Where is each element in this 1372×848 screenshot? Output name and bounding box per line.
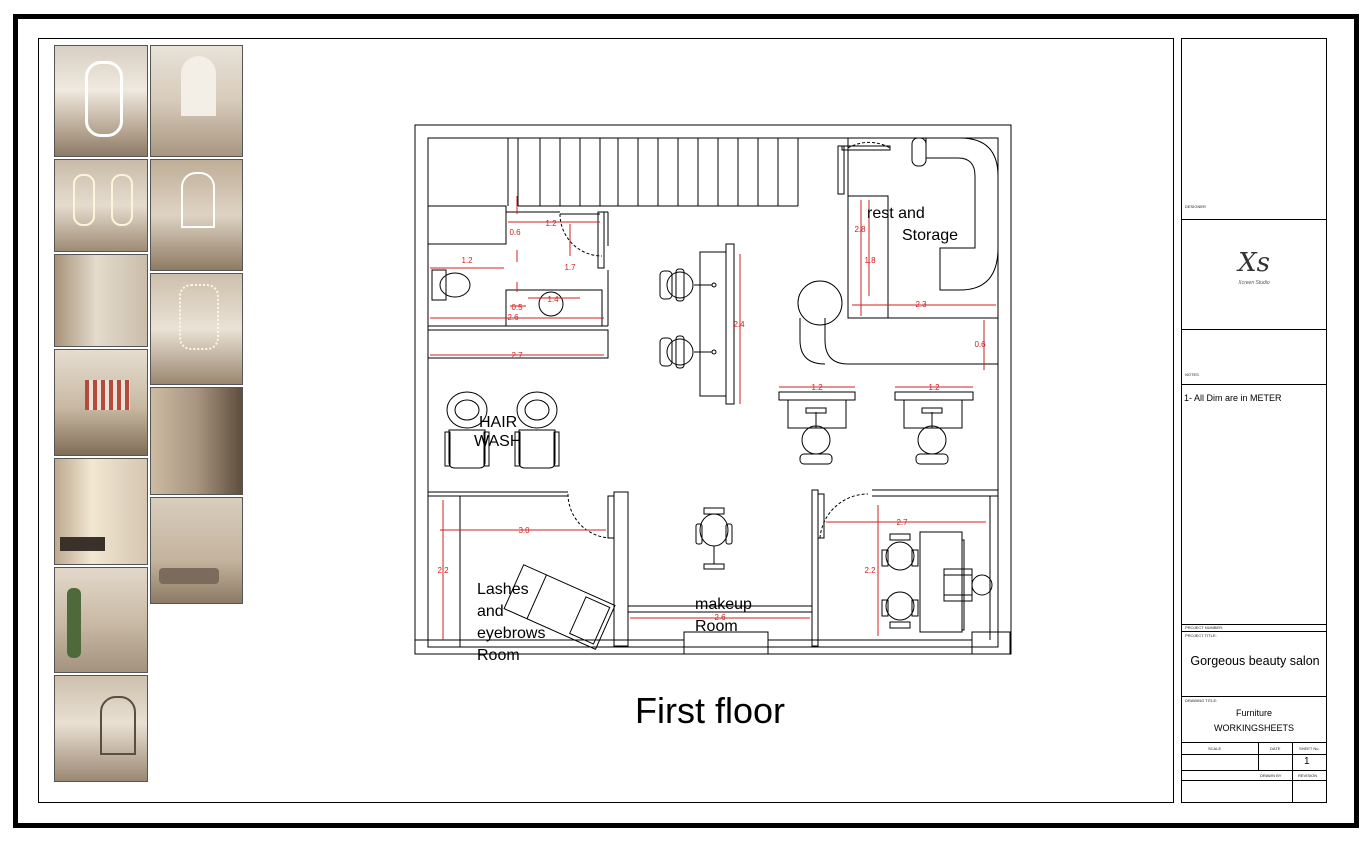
- station-table: [894, 391, 974, 401]
- reference-photo[interactable]: [54, 349, 148, 456]
- sheet-no-label: SHEET No.: [1299, 746, 1320, 751]
- reference-photo[interactable]: [54, 254, 148, 347]
- room-label-wash: WASH: [474, 433, 521, 450]
- dimension-label: 1.2: [461, 256, 473, 265]
- project-number-label: PROJECT NUMBER:: [1185, 625, 1224, 630]
- toilet-bowl: [439, 272, 471, 298]
- room-label-hair: HAIR: [479, 414, 517, 431]
- room-label-makeup: makeup: [695, 596, 752, 613]
- dimension-label: 0.6: [509, 228, 521, 237]
- room-label-eyebrows: eyebrows: [477, 625, 545, 642]
- reference-photo[interactable]: [54, 159, 148, 252]
- dimension-label: 1.4: [547, 295, 559, 304]
- studio-logo-subtitle: Xcreen Studio: [1238, 280, 1270, 286]
- project-title-cell: PROJECT TITLE: Gorgeous beauty salon: [1182, 631, 1326, 696]
- dimension-label: 2.8: [854, 225, 866, 234]
- dimension-label: 2.6: [714, 613, 726, 622]
- hair-wash-chair: [514, 391, 560, 469]
- reception-stool: [797, 280, 843, 326]
- date-label: DATE: [1270, 746, 1281, 751]
- drawing-title-cell: DRAWING TITLE: Furniture WORKINGSHEETS: [1182, 696, 1326, 742]
- station-table: [778, 391, 856, 401]
- drawing-title-line2: WORKINGSHEETS: [1213, 723, 1294, 733]
- notes-label: NOTES: [1185, 372, 1199, 377]
- project-title-label: PROJECT TITLE:: [1185, 633, 1217, 638]
- reference-photo[interactable]: [54, 45, 148, 157]
- drawing-title: First floor: [634, 690, 785, 731]
- dimension-label: 1.7: [564, 263, 576, 272]
- lashes-bed: [503, 564, 616, 650]
- drawing-title-line1: Furniture: [1235, 708, 1272, 718]
- drawn-by-row: DRAWN BY REVISION: [1182, 770, 1326, 803]
- project-title: Gorgeous beauty salon: [1190, 654, 1320, 668]
- dimension-label: 1.8: [864, 256, 876, 265]
- dimension-label: 2.2: [437, 566, 449, 575]
- revision-label: REVISION: [1298, 773, 1318, 778]
- styling-chair: [659, 268, 717, 302]
- dimension-label: 2.3: [915, 300, 927, 309]
- dimension-label: 0.5: [511, 303, 523, 312]
- dimension-label: 2.4: [733, 320, 745, 329]
- title-block: DESIGNER Xs Xcreen Studio NOTES 1- All D…: [1181, 38, 1327, 803]
- note-item: 1- All Dim are in METER: [1184, 393, 1282, 403]
- dimension-label: 1.2: [928, 383, 940, 392]
- reference-photo[interactable]: [54, 567, 148, 673]
- staircase: [507, 138, 799, 207]
- sink-basin: [538, 291, 564, 317]
- reference-photo[interactable]: [150, 45, 243, 157]
- hair-wash-chair: [444, 391, 490, 469]
- dimension-lines: [430, 196, 996, 640]
- project-number-cell: PROJECT NUMBER:: [1182, 624, 1326, 631]
- toilet-tank: [431, 269, 447, 301]
- sheet-outer-border: [13, 14, 1359, 828]
- reference-photo[interactable]: [150, 273, 243, 385]
- notes-cell: 1- All Dim are in METER: [1182, 384, 1326, 624]
- dimension-label: 3.0: [518, 526, 530, 535]
- designer-cell: DESIGNER Xs Xcreen Studio: [1182, 204, 1326, 329]
- manicure-chair: [943, 568, 993, 602]
- scale-label: SCALE: [1208, 746, 1222, 751]
- nail-table: [919, 531, 963, 633]
- drawing-frame: [38, 38, 1174, 803]
- dimension-label: 2.6: [507, 313, 519, 322]
- dimension-label: 2.7: [896, 518, 908, 527]
- room-label-rest: rest and: [867, 205, 925, 222]
- designer-label: DESIGNER: [1185, 204, 1206, 209]
- reference-photo[interactable]: [150, 159, 243, 271]
- reference-photo[interactable]: [150, 387, 243, 495]
- drawn-by-label: DRAWN BY: [1260, 773, 1282, 778]
- styling-chair: [659, 335, 717, 369]
- rest-room-sofa: [925, 137, 999, 291]
- sheet-info-row: SCALE DATE SHEET No. 1: [1182, 742, 1326, 771]
- dimension-label: 2.2: [864, 566, 876, 575]
- notes-header-cell: NOTES: [1182, 329, 1326, 384]
- sheet-number: 1: [1304, 756, 1310, 767]
- drawing-title-label: DRAWING TITLE:: [1185, 698, 1218, 703]
- makeup-chair: [695, 507, 733, 570]
- dimension-label: 2.7: [511, 351, 523, 360]
- reference-photo[interactable]: [54, 458, 148, 565]
- room-label-makeup-room: Room: [695, 618, 738, 635]
- room-label-lashes-room: Room: [477, 647, 520, 664]
- dimension-label: 1.2: [811, 383, 823, 392]
- reference-photo[interactable]: [54, 675, 148, 782]
- studio-logo: Xs: [1238, 248, 1270, 278]
- room-label-storage: Storage: [902, 227, 958, 244]
- sink-counter: [505, 289, 603, 327]
- reference-photo[interactable]: [150, 497, 243, 604]
- dimension-label: 1.2: [545, 219, 557, 228]
- room-label-and: and: [477, 603, 504, 620]
- room-label-lashes: Lashes: [477, 581, 529, 598]
- styling-counter: [699, 251, 727, 397]
- dimension-label: 0.6: [974, 340, 986, 349]
